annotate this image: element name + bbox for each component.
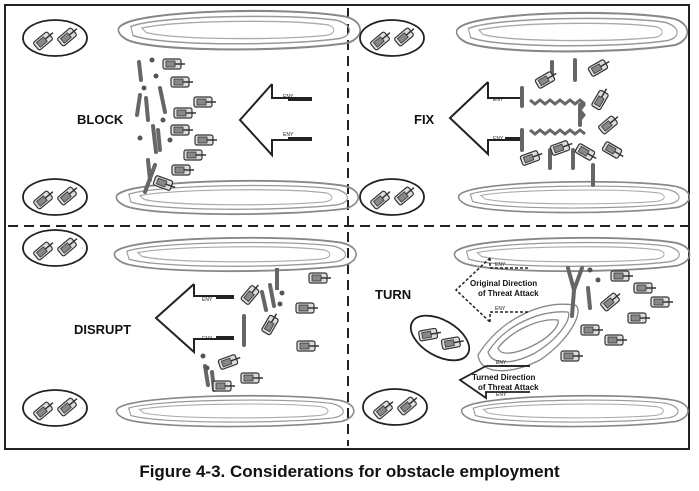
terrain-ridge <box>457 180 691 214</box>
unit-oval <box>23 390 87 426</box>
diagram-frame <box>4 4 690 450</box>
eny-label: ENY <box>496 360 507 366</box>
terrain-ridge <box>453 236 691 273</box>
obstacle-group <box>203 283 276 392</box>
block-label: BLOCK <box>77 112 124 127</box>
turned-direction-text: of Threat Attack <box>478 383 539 392</box>
disrupt-quadrant: DISRUPT ENY ENY <box>23 230 358 428</box>
fix-label: FIX <box>414 112 435 127</box>
terrain-ridge <box>113 236 358 273</box>
block-quadrant: BLOCK ENY <box>23 9 362 216</box>
unit-oval <box>360 20 424 56</box>
eny-label: ENY <box>202 336 213 342</box>
attack-arrow <box>238 83 312 158</box>
original-direction-text: of Threat Attack <box>478 289 539 298</box>
figure-caption: Figure 4-3. Considerations for obstacle … <box>139 462 560 481</box>
obstacle-group <box>566 266 592 318</box>
eny-label: ENY <box>493 97 504 103</box>
unit-oval <box>363 389 427 425</box>
terrain-ridge <box>117 9 362 51</box>
unit-oval <box>23 230 87 266</box>
unit-oval <box>360 179 424 215</box>
eny-label: ENY <box>202 297 213 303</box>
attack-arrow <box>448 81 520 157</box>
diagonal-ridge <box>477 303 579 372</box>
original-direction-arrow <box>454 257 491 323</box>
obstacle-diagram: BLOCK ENY <box>8 8 691 446</box>
enemy-vehicles <box>152 58 218 193</box>
wire-obstacle <box>529 98 586 136</box>
turned-direction-text: Turned Direction <box>472 373 536 382</box>
eny-label: ENY <box>493 136 504 142</box>
unit-oval <box>403 306 476 369</box>
terrain-ridge <box>460 394 689 428</box>
turn-quadrant: TURN ENY ENY Original Direction of Threa… <box>363 236 691 428</box>
fix-quadrant: FIX ENY ENY <box>360 11 691 215</box>
obstacle-group <box>135 60 167 194</box>
eny-label: ENY <box>496 392 507 398</box>
original-direction-text: Original Direction <box>470 279 537 288</box>
terrain-ridge <box>455 11 689 53</box>
terrain-ridge <box>115 179 360 216</box>
unit-oval <box>23 20 87 56</box>
disrupt-label: DISRUPT <box>74 322 131 337</box>
turn-label: TURN <box>375 287 411 302</box>
terrain-ridge <box>115 394 355 428</box>
eny-label: ENY <box>283 132 294 138</box>
eny-label: ENY <box>495 306 506 312</box>
eny-label: ENY <box>283 94 294 100</box>
unit-oval <box>23 179 87 215</box>
eny-label: ENY <box>495 262 506 268</box>
attack-arrow <box>154 283 234 355</box>
obstacle-group <box>520 58 595 187</box>
